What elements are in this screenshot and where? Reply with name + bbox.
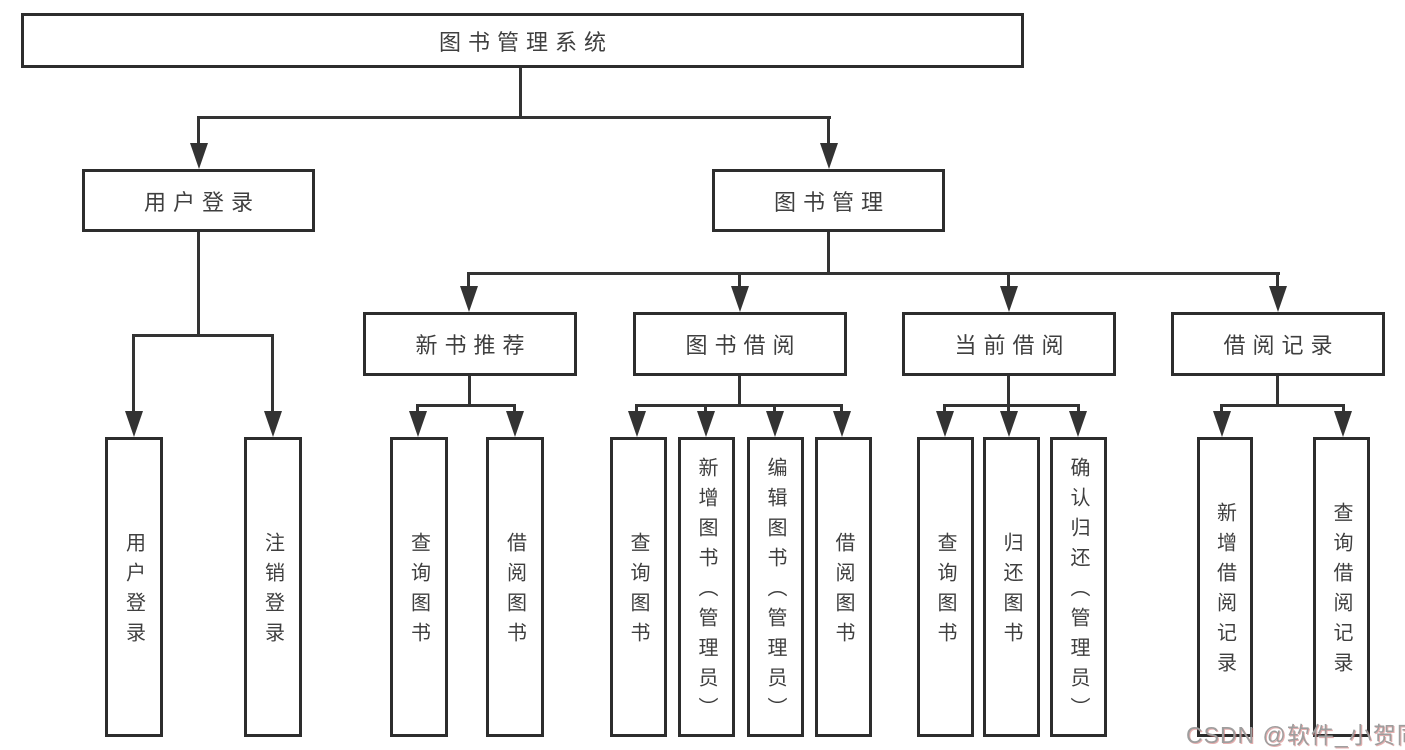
arrowhead-down-icon <box>1334 411 1352 437</box>
leaf-user-login: 用户登录 <box>105 437 163 737</box>
leaf-newbooks-query-books: 查询图书 <box>390 437 448 737</box>
arrowhead-down-icon <box>1000 411 1018 437</box>
connector-root-rail <box>197 116 831 119</box>
connector-current-drop-1 <box>943 404 946 414</box>
leaf-borrowing-query-books: 查询图书 <box>610 437 667 737</box>
arrowhead-down-icon <box>628 411 646 437</box>
connector-userlogin-stem <box>197 232 200 336</box>
connector-current-stem <box>1007 376 1010 406</box>
arrowhead-down-icon <box>731 286 749 312</box>
leaf-logout-login: 注销登录 <box>244 437 302 737</box>
connector-bookmgmt-drop-4 <box>1276 272 1279 288</box>
node-user-login: 用户登录 <box>82 169 315 232</box>
connector-borrowing-stem <box>738 376 741 406</box>
connector-borrowing-drop-3 <box>773 404 776 414</box>
node-book-borrowing: 图书借阅 <box>633 312 847 376</box>
leaf-records-query-record: 查询借阅记录 <box>1313 437 1370 737</box>
connector-newbooks-stem <box>468 376 471 406</box>
connector-current-drop-2 <box>1007 404 1010 414</box>
leaf-current-confirm-return-admin: 确认归还（管理员） <box>1050 437 1107 737</box>
connector-userlogin-rail <box>132 334 274 337</box>
connector-records-rail <box>1220 404 1345 407</box>
connector-bookmgmt-rail <box>467 272 1280 275</box>
arrowhead-down-icon <box>125 411 143 437</box>
node-current-borrowing: 当前借阅 <box>902 312 1116 376</box>
connector-newbooks-drop-2 <box>513 404 516 414</box>
connector-userlogin-drop-1 <box>132 334 135 413</box>
connector-bookmgmt-drop-1 <box>467 272 470 288</box>
connector-records-stem <box>1276 376 1279 406</box>
node-root: 图书管理系统 <box>21 13 1024 68</box>
connector-root-drop-right <box>827 116 830 146</box>
connector-records-drop-1 <box>1220 404 1223 414</box>
connector-current-rail <box>943 404 1080 407</box>
arrowhead-down-icon <box>1213 411 1231 437</box>
connector-borrowing-drop-2 <box>704 404 707 414</box>
arrowhead-down-icon <box>820 143 838 169</box>
leaf-borrowing-edit-books-admin: 编辑图书（管理员） <box>747 437 804 737</box>
arrowhead-down-icon <box>264 411 282 437</box>
arrowhead-down-icon <box>460 286 478 312</box>
csdn-watermark: CSDN @软件_小贺同学 <box>1186 722 1405 748</box>
node-book-management: 图书管理 <box>712 169 945 232</box>
arrowhead-down-icon <box>506 411 524 437</box>
arrowhead-down-icon <box>833 411 851 437</box>
connector-current-drop-3 <box>1077 404 1080 414</box>
connector-bookmgmt-drop-3 <box>1007 272 1010 288</box>
connector-borrowing-drop-1 <box>635 404 638 414</box>
arrowhead-down-icon <box>1269 286 1287 312</box>
leaf-records-add-record: 新增借阅记录 <box>1197 437 1253 737</box>
leaf-borrowing-add-books-admin: 新增图书（管理员） <box>678 437 735 737</box>
leaf-newbooks-borrow-books: 借阅图书 <box>486 437 544 737</box>
connector-bookmgmt-stem <box>827 232 830 275</box>
arrowhead-down-icon <box>697 411 715 437</box>
node-borrowing-records: 借阅记录 <box>1171 312 1385 376</box>
leaf-current-query-books: 查询图书 <box>917 437 974 737</box>
arrowhead-down-icon <box>766 411 784 437</box>
connector-newbooks-drop-1 <box>416 404 419 414</box>
arrowhead-down-icon <box>1000 286 1018 312</box>
connector-records-drop-2 <box>1342 404 1345 414</box>
node-new-book-recommend: 新书推荐 <box>363 312 577 376</box>
connector-bookmgmt-drop-2 <box>738 272 741 288</box>
arrowhead-down-icon <box>1069 411 1087 437</box>
arrowhead-down-icon <box>409 411 427 437</box>
leaf-borrowing-borrow-books: 借阅图书 <box>815 437 872 737</box>
arrowhead-down-icon <box>190 143 208 169</box>
connector-userlogin-drop-2 <box>271 334 274 413</box>
connector-borrowing-drop-4 <box>840 404 843 414</box>
connector-newbooks-rail <box>417 404 516 407</box>
connector-root-drop-left <box>197 116 200 146</box>
leaf-current-return-books: 归还图书 <box>983 437 1040 737</box>
connector-root-stem <box>519 68 522 118</box>
arrowhead-down-icon <box>936 411 954 437</box>
connector-borrowing-rail <box>635 404 843 407</box>
